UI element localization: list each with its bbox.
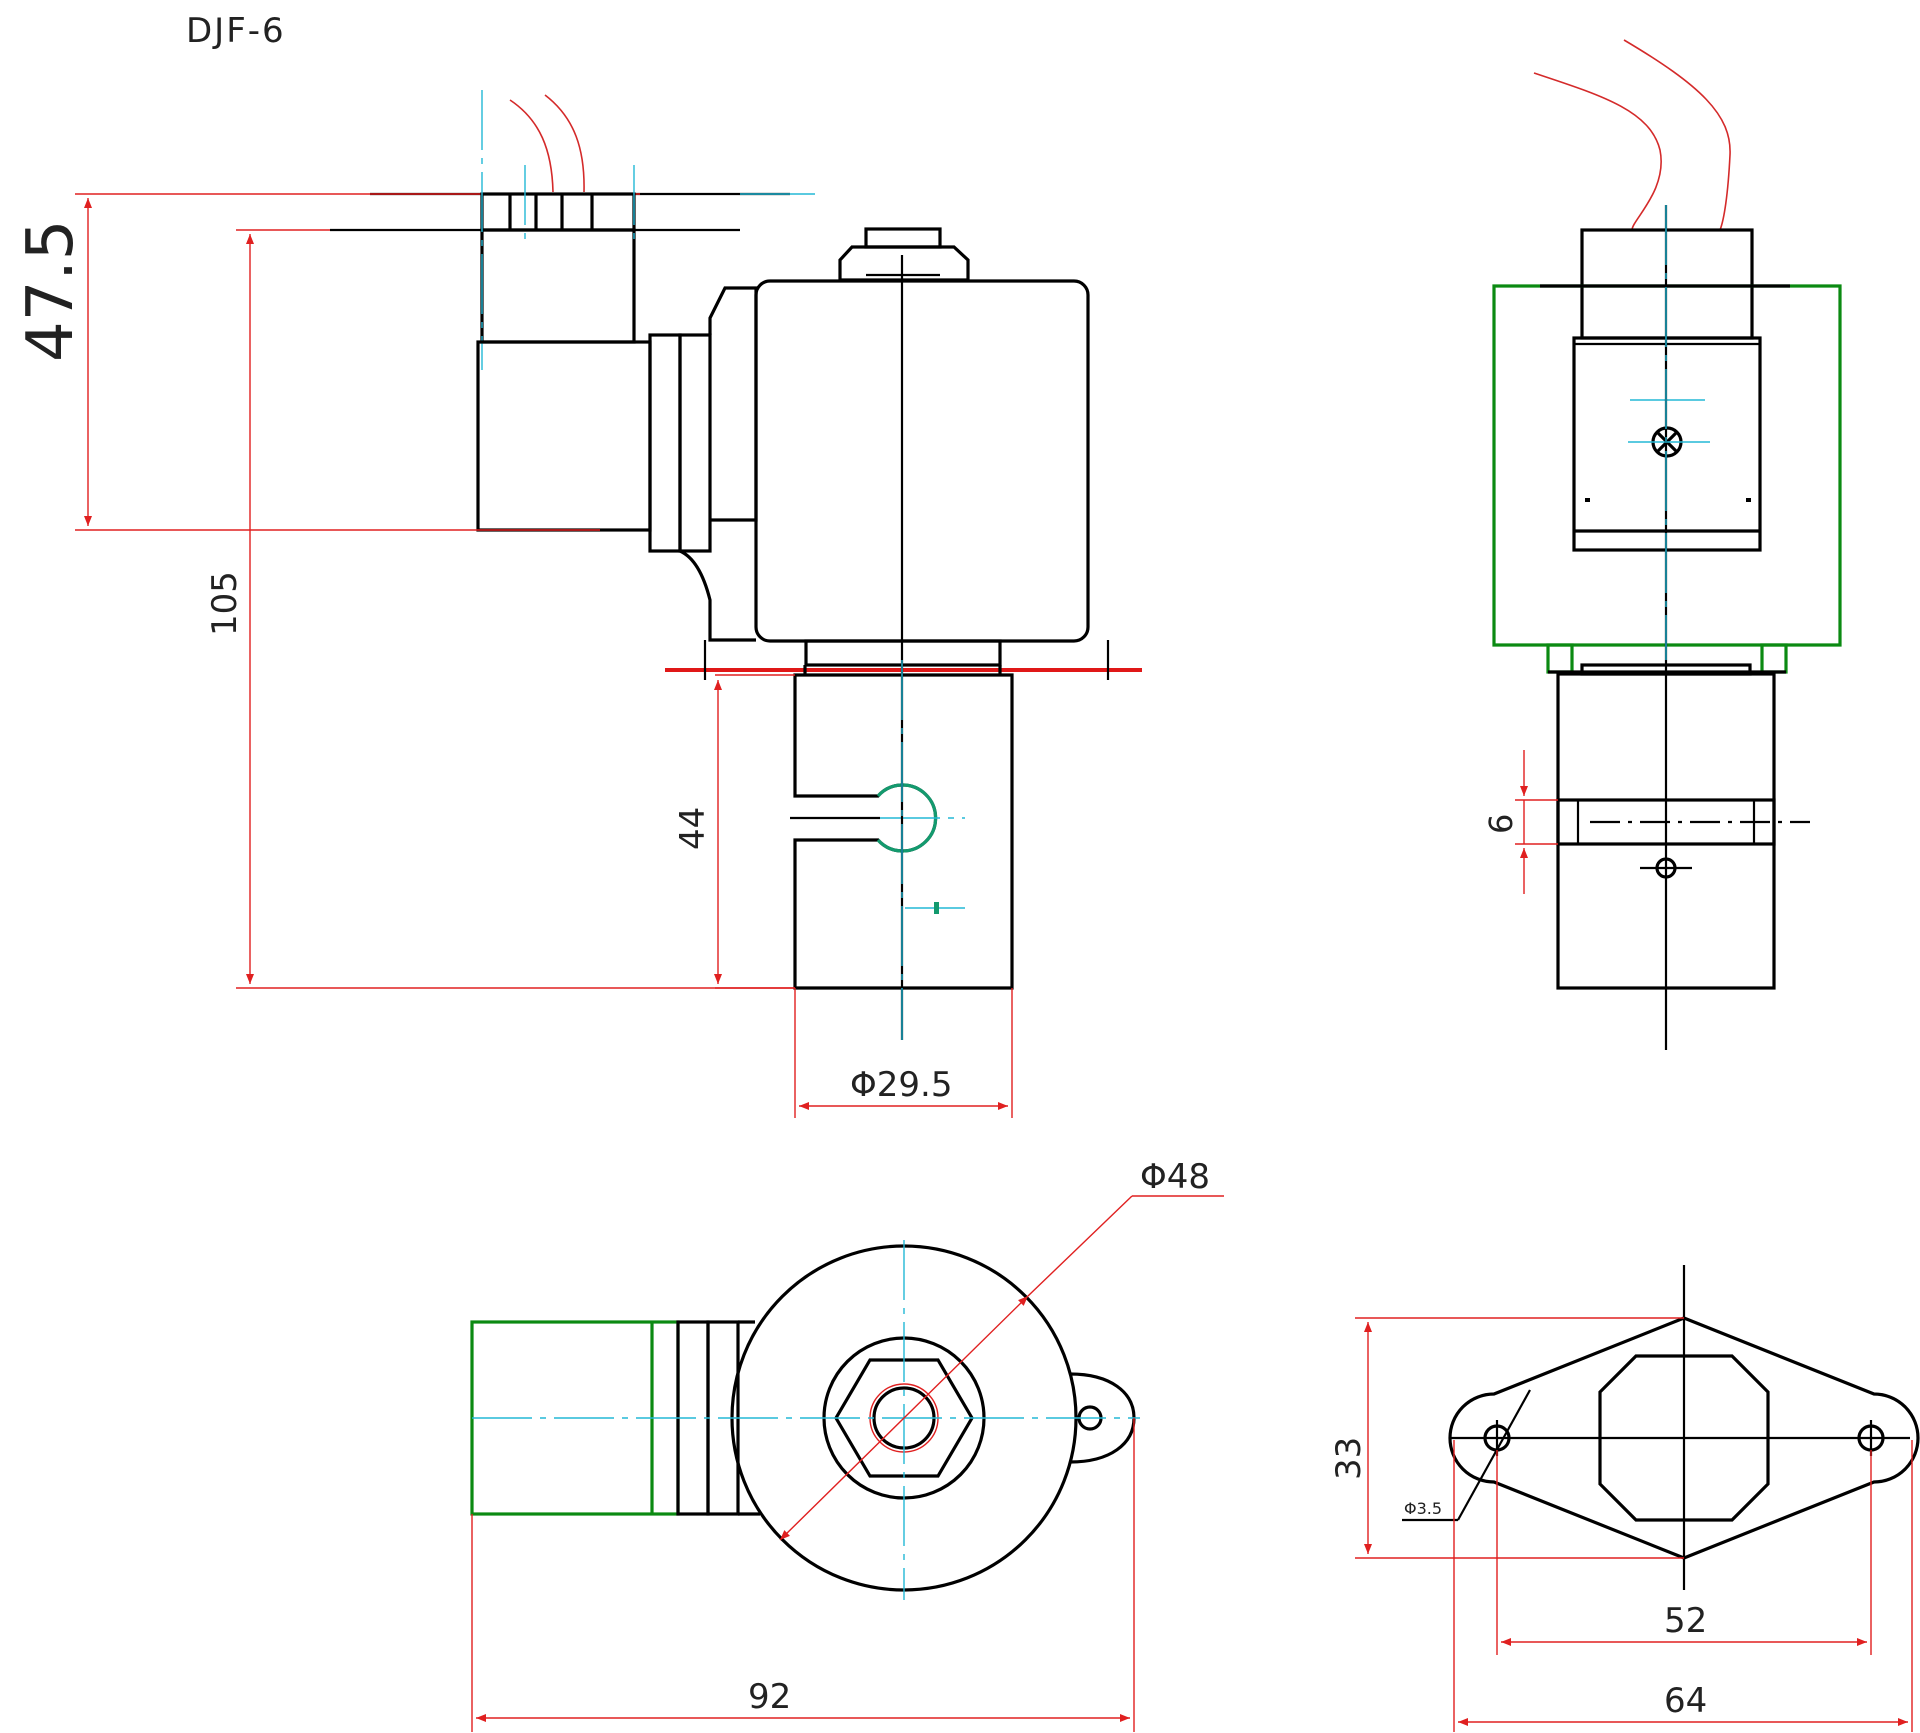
side-view: 6	[1482, 39, 1842, 1050]
front-dimensions: 47.5 105 44 Φ29.5	[14, 193, 1013, 1118]
dim-slot-width: 6	[1482, 814, 1520, 834]
dim-coil-height: 47.5	[14, 220, 88, 363]
dim-body-diameter: Φ29.5	[850, 1065, 952, 1105]
dim-coil-diameter: Φ48	[1140, 1157, 1210, 1197]
drawing-title: DJF-6	[186, 11, 286, 51]
dim-total-height: 105	[205, 571, 245, 636]
dim-overall-length: 92	[748, 1677, 791, 1717]
dim-hole-diameter: Φ3.5	[1404, 1499, 1442, 1518]
flange-view: 33 Φ3.5 52 64	[1329, 1265, 1920, 1732]
top-view: Φ48 92	[470, 1157, 1224, 1732]
dim-hole-spacing: 52	[1664, 1601, 1707, 1641]
front-view	[330, 90, 1142, 1040]
dim-body-height: 44	[673, 807, 713, 850]
dim-flange-length: 64	[1664, 1681, 1707, 1721]
dim-flange-height: 33	[1329, 1437, 1369, 1480]
